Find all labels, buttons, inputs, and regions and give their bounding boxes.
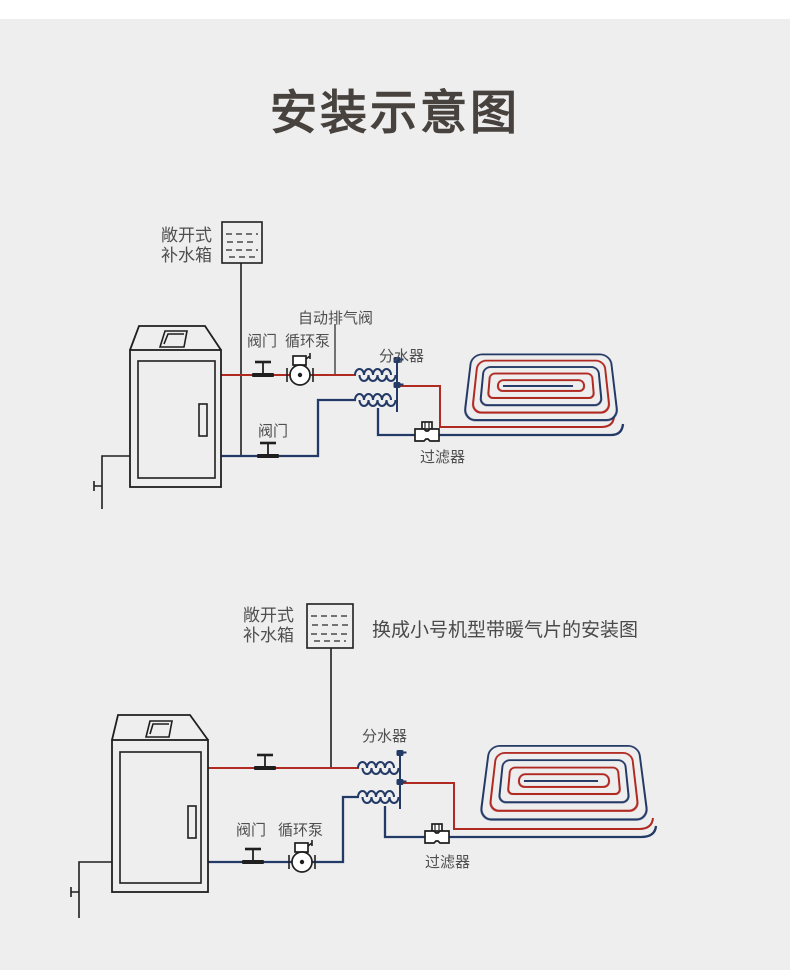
supply-valve-2 xyxy=(252,753,278,772)
tank-label-2: 敞开式 补水箱 xyxy=(243,606,294,645)
floor-coil-2 xyxy=(478,745,650,821)
pump-label-2: 循环泵 xyxy=(278,822,324,839)
supply-manifold-2 xyxy=(357,749,408,781)
filter-1 xyxy=(414,421,440,442)
expansion-tank-2 xyxy=(306,603,354,649)
circulation-pump-1 xyxy=(286,352,314,386)
expansion-tank-1 xyxy=(221,221,263,264)
coil-inner-line xyxy=(523,779,599,782)
diagram-2-caption: 换成小号机型带暖气片的安装图 xyxy=(372,620,639,641)
diagram-2 xyxy=(70,603,658,918)
coil-return-line-1 xyxy=(376,408,625,437)
floor-coil-1 xyxy=(462,353,620,422)
filter-label-1: 过滤器 xyxy=(420,449,466,466)
coil-return-line-2 xyxy=(383,806,658,839)
return-valve-2 xyxy=(240,847,266,866)
coil-supply-line-1 xyxy=(396,383,615,428)
boiler-1 xyxy=(129,325,222,488)
diagram-1 xyxy=(93,221,625,509)
pump-label-1: 循环泵 xyxy=(285,333,331,350)
return-pipe-2 xyxy=(208,795,359,864)
tank-label-1: 敞开式 补水箱 xyxy=(161,226,212,265)
filter-2 xyxy=(424,823,450,844)
drain-pipe-2 xyxy=(70,861,112,918)
supply-valve-label-1: 阀门 xyxy=(247,333,278,350)
circulation-pump-2 xyxy=(288,839,316,873)
boiler-2 xyxy=(111,714,209,893)
return-manifold-1 xyxy=(354,381,405,413)
top-white-band xyxy=(0,0,790,19)
manifold-label-1: 分水器 xyxy=(379,348,425,365)
manifold-label-2: 分水器 xyxy=(362,728,408,745)
page-title: 安装示意图 xyxy=(270,86,520,139)
return-valve-label-1: 阀门 xyxy=(258,423,289,440)
valve-label-2: 阀门 xyxy=(236,822,267,839)
return-manifold-2 xyxy=(357,778,408,810)
coil-supply-line-2 xyxy=(399,778,654,830)
coil-inner-line xyxy=(502,384,574,387)
drain-pipe-1 xyxy=(93,455,130,509)
filter-label-2: 过滤器 xyxy=(425,854,471,871)
supply-valve-1 xyxy=(250,360,276,379)
return-valve-1 xyxy=(255,441,281,460)
auto-vent-label-1: 自动排气阀 xyxy=(298,310,374,327)
